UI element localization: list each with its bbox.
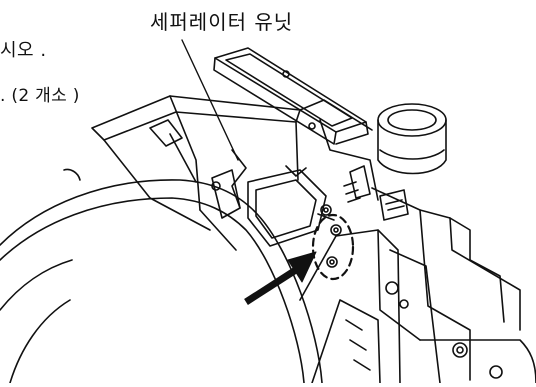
right-frame	[343, 165, 521, 381]
instruction-line-2: . (2 개소 )	[0, 86, 80, 106]
arrow-icon	[244, 251, 317, 305]
front-cover	[0, 168, 323, 384]
instruction-line-1: 시오 .	[0, 40, 47, 61]
roller-cylinder	[377, 103, 447, 175]
separator-unit-label: 세퍼레이터 유닛	[150, 10, 294, 34]
base-plate	[299, 229, 536, 384]
callout-leader-line	[181, 39, 239, 161]
housing	[91, 95, 379, 251]
separator-unit	[211, 149, 335, 247]
highlight-screws	[326, 224, 342, 268]
dashed-circle-icon	[311, 213, 355, 281]
top-lid	[213, 47, 369, 145]
